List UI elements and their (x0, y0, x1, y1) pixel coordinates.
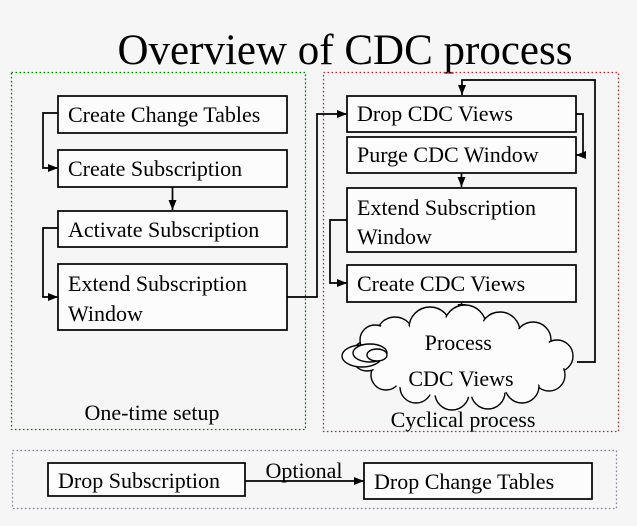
page-title: Overview of CDC process (118, 27, 573, 74)
box-create-cdc-views-label: Create CDC Views (357, 271, 525, 296)
box-create-cdc-views (346, 264, 577, 303)
box-extend-subscription-window-setup-label: Extend Subscription Window (68, 271, 253, 326)
box-purge-cdc-window-label: Purge CDC Window (357, 142, 539, 167)
arrow-activate-subscription-to-extend-window (42, 227, 58, 301)
box-create-subscription-label: Create Subscription (68, 156, 242, 181)
arrow-drop-cdc-views-to-purge-window (576, 113, 586, 159)
optional-flow: Drop Subscription Drop Change Tables Opt… (47, 458, 593, 500)
arrow-create-change-tables-to-create-subscription (42, 112, 58, 172)
box-create-subscription (57, 149, 288, 188)
box-purge-cdc-window (346, 136, 577, 174)
box-drop-cdc-views (346, 95, 577, 133)
box-activate-subscription (57, 210, 288, 248)
cloud-interior (354, 307, 571, 408)
optional-arrow-label: Optional (266, 458, 343, 483)
box-drop-subscription-label: Drop Subscription (58, 468, 220, 493)
box-create-change-tables (57, 95, 288, 134)
box-extend-subscription-window-setup (57, 263, 288, 331)
optional-panel (11, 449, 618, 510)
arrow-cloud-loop-to-drop-cdc-views (458, 79, 596, 363)
box-extend-subscription-window-cyclical-label: Extend Subscription Window (357, 195, 542, 249)
label-line-1: Extend Subscription (68, 271, 247, 296)
arrow-extend-window-to-create-cdc-views (329, 219, 347, 287)
cyclical-process-panel (322, 71, 620, 433)
arrow-extend-window-to-drop-cdc-views (287, 110, 347, 298)
one-time-setup-flow: Create Change Tables Create Subscription… (42, 95, 347, 425)
box-extend-subscription-window-cyclical (346, 187, 577, 253)
one-time-setup-caption: One-time setup (84, 400, 219, 425)
label-line-2: Window (357, 224, 432, 249)
box-drop-change-tables-label: Drop Change Tables (374, 469, 554, 494)
label-line-1: Extend Subscription (357, 195, 536, 220)
cyclical-process-caption: Cyclical process (391, 407, 536, 432)
box-drop-cdc-views-label: Drop CDC Views (357, 101, 513, 126)
cloud-label-line-1: Process (425, 330, 492, 355)
label-line-2: Window (68, 301, 143, 326)
cloud-tail-bubbles (341, 343, 388, 368)
box-create-change-tables-label: Create Change Tables (68, 102, 260, 127)
box-drop-subscription (47, 462, 246, 497)
cyclical-process-flow: Drop CDC Views Purge CDC Window Extend S… (329, 79, 596, 432)
box-activate-subscription-label: Activate Subscription (68, 217, 259, 242)
cloud-label: Process CDC Views (408, 330, 513, 391)
cloud-label-line-2: CDC Views (408, 366, 513, 391)
one-time-setup-panel (10, 71, 307, 431)
box-drop-change-tables (363, 462, 593, 500)
process-cdc-views-cloud: Process CDC Views (341, 304, 574, 411)
